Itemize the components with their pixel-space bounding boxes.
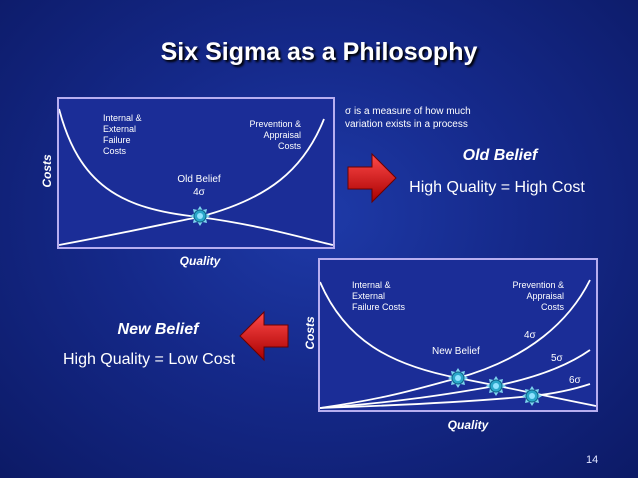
new-belief-heading: New Belief (117, 321, 199, 338)
starburst-marker-icon (190, 206, 210, 226)
top-y-axis-label: Costs (40, 154, 54, 188)
top-right-curve-label: Prevention & Appraisal Costs (249, 119, 301, 151)
sigma-definition-note: σ is a measure of how much variation exi… (345, 106, 471, 130)
sigma-5-label: 5σ (551, 353, 563, 364)
starburst-marker-icon (522, 386, 542, 406)
top-chart-curves (59, 108, 333, 246)
bottom-6sigma-curve (320, 383, 591, 409)
bottom-chart-curves (320, 279, 596, 409)
bottom-point-label: New Belief (432, 346, 480, 357)
starburst-marker-icon (486, 376, 506, 396)
bottom-right-curve-label: Prevention & Appraisal Costs (512, 280, 564, 312)
top-left-curve-label: Internal & External Failure Costs (103, 113, 142, 156)
starburst-marker-icon (448, 368, 468, 388)
page-number: 14 (586, 454, 599, 466)
sigma-6-label: 6σ (569, 375, 581, 386)
red-right-arrow-icon (347, 152, 397, 204)
red-left-arrow-icon (239, 310, 289, 362)
slide-title: Six Sigma as a Philosophy (160, 38, 478, 66)
top-cost-chart: Internal & External Failure Costs Preven… (57, 97, 335, 249)
bottom-y-axis-label: Costs (303, 316, 317, 350)
top-x-axis-label: Quality (179, 254, 221, 268)
top-point-label: Old Belief 4σ (177, 174, 221, 198)
new-belief-statement: High Quality = Low Cost (62, 351, 236, 368)
bottom-x-axis-label: Quality (447, 418, 489, 432)
bottom-cost-chart: Internal & External Failure Costs Preven… (318, 258, 598, 412)
bottom-left-curve-label: Internal & External Failure Costs (352, 280, 406, 312)
old-belief-statement: High Quality = High Cost (409, 179, 585, 196)
old-belief-heading: Old Belief (462, 147, 538, 164)
sigma-4-label: 4σ (524, 330, 536, 341)
